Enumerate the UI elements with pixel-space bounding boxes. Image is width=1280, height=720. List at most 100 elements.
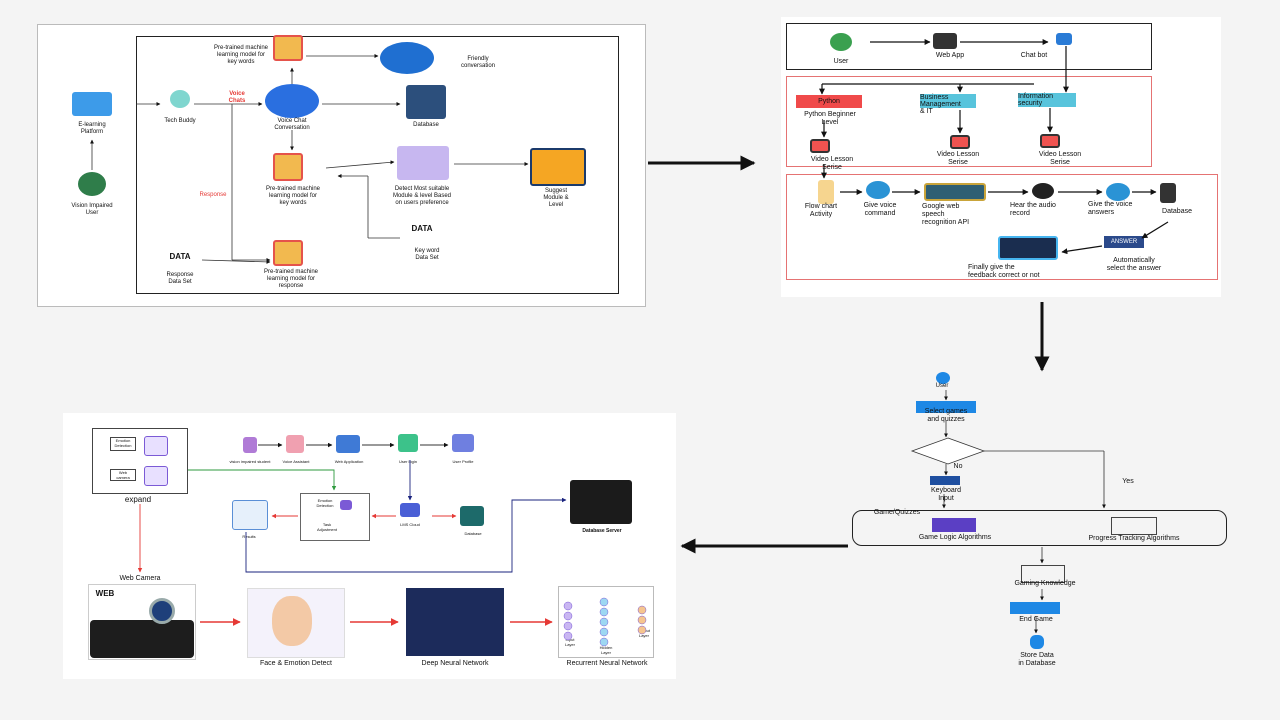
voice-answer-icon	[1106, 183, 1130, 201]
user-login-label: User login	[398, 459, 417, 464]
user-icon	[78, 172, 106, 196]
hear-label: Hear the audio record	[1010, 202, 1056, 217]
output-layer-label: Output Layer	[637, 628, 650, 638]
detect-icon	[397, 146, 449, 180]
response-data-icon: DATA	[169, 252, 191, 261]
games-container	[852, 510, 1227, 546]
end-node	[1010, 602, 1060, 614]
user-icon	[936, 372, 950, 384]
select-games-node	[916, 401, 976, 413]
friendly-label: Friendly conversation	[460, 56, 496, 69]
python-level-label: Python Beginner Level	[804, 111, 856, 126]
user-label: Vision Impaired User	[71, 203, 113, 216]
database-icon	[460, 506, 484, 526]
tech-buddy-label: Tech Buddy	[164, 118, 196, 124]
progress-node	[1111, 517, 1157, 535]
web-logo: WEB	[95, 589, 115, 598]
vision-user-label: vision impaired student	[229, 459, 271, 464]
vision-user-icon	[243, 437, 257, 453]
voice-chat-icon	[265, 84, 319, 118]
chatbot-label: Chat bot	[1020, 52, 1048, 59]
activity-frame	[786, 174, 1218, 280]
web-app-label: Web Application	[334, 459, 364, 464]
keyword-data-icon: DATA	[411, 224, 433, 233]
store-db-icon	[1030, 635, 1044, 649]
rnn-label: Recurrent Neural Network	[566, 660, 648, 667]
server-icon	[570, 480, 632, 524]
face-icon	[272, 596, 312, 646]
video2-label: Video Lesson Serise	[936, 151, 980, 166]
logic-node	[932, 518, 976, 532]
games-label: Game/Quizzes	[873, 509, 921, 516]
keyword-ds-label: Key word Data Set	[414, 248, 440, 261]
user-icon	[830, 33, 852, 51]
db-server-label: Database Server	[582, 528, 622, 534]
business-tag: Business Management & IT	[920, 94, 976, 115]
user-login-icon	[398, 434, 418, 452]
expand-label: expand	[124, 495, 152, 504]
emotion-detect-small: Emotion Detection	[110, 437, 136, 451]
video-icon-2	[950, 135, 970, 149]
give-answers-label: Give the voice answers	[1088, 201, 1133, 216]
end-label: End Game	[1019, 616, 1053, 623]
face-small-icon-2	[144, 466, 168, 486]
python-tag: Python	[796, 95, 862, 108]
gaming-label: Gaming Knowledge	[1014, 580, 1076, 587]
voice-assist-icon	[286, 435, 304, 453]
web-cam-small: Web camera	[110, 469, 136, 481]
give-voice-label: Give voice command	[863, 202, 897, 217]
pretrained-resp-label: Pre-trained machine learning model for r…	[263, 269, 319, 289]
chatbot-icon	[1056, 33, 1072, 45]
logic-label: Game Logic Algorithms	[918, 534, 992, 541]
brain-icon-mid	[273, 153, 303, 181]
database-icon	[1160, 183, 1176, 203]
chat-system-frame	[136, 36, 619, 294]
camera-icon	[149, 598, 175, 624]
user-label: User	[935, 383, 949, 389]
database-label: Database	[413, 122, 439, 128]
keyboard-label: Keyboard Input	[931, 487, 961, 502]
yes-label: Yes	[1122, 478, 1134, 485]
tech-buddy-icon	[170, 90, 190, 108]
suggest-label: Suggest Module & Level	[543, 188, 569, 208]
person-icon	[340, 500, 352, 510]
pretrained-top-label: Pre-trained machine learning model for k…	[213, 45, 269, 65]
user-profile-label: User Profile	[452, 459, 474, 464]
brain-icon-resp	[273, 240, 303, 266]
results-icon	[232, 500, 268, 530]
select-label: Select games and quizzes	[924, 408, 968, 423]
courses-frame	[786, 76, 1152, 167]
google-api-icon	[924, 183, 986, 201]
webcam-label: Web Camera	[119, 575, 161, 582]
web-app-icon	[336, 435, 360, 453]
database-label: Database	[1162, 208, 1192, 215]
video-icon-1	[810, 139, 830, 153]
input-layer-label: Input Layer	[564, 637, 575, 647]
web-app-icon	[933, 33, 957, 49]
database-icon	[406, 85, 446, 119]
no-label: No	[953, 463, 963, 470]
task-adjust-label: Task Adjustment	[316, 522, 337, 532]
voice-label: Voice Assistance	[929, 443, 963, 458]
feedback-icon	[998, 236, 1058, 260]
voice-chats-label: Voice Chats	[228, 91, 246, 104]
platform-icon	[72, 92, 112, 116]
top-row-frame	[786, 23, 1152, 70]
detect-label: Detect Most suitable Module & level Base…	[392, 186, 452, 206]
emotion-detection-label: Emotion Detection	[316, 498, 334, 508]
webapp-label: Web App	[935, 52, 965, 59]
response-ds-label: Response Data Set	[166, 272, 194, 285]
progress-label: Progress Tracking Algorithms	[1088, 535, 1180, 542]
database-label: Database	[464, 531, 482, 536]
answer-icon: ANSWER	[1104, 236, 1144, 248]
dnn-image	[406, 588, 504, 656]
video3-label: Video Lesson Serise	[1038, 151, 1082, 166]
brain-icon-top	[273, 35, 303, 61]
suggest-icon	[530, 148, 586, 186]
keyboard-node	[930, 476, 960, 485]
results-label: Results	[242, 534, 256, 539]
google-label: Google web speech recognition API	[922, 203, 970, 226]
auto-label: Automatically select the answer	[1106, 257, 1162, 272]
gaming-node	[1021, 565, 1065, 583]
info-tag: Information security	[1018, 93, 1076, 107]
